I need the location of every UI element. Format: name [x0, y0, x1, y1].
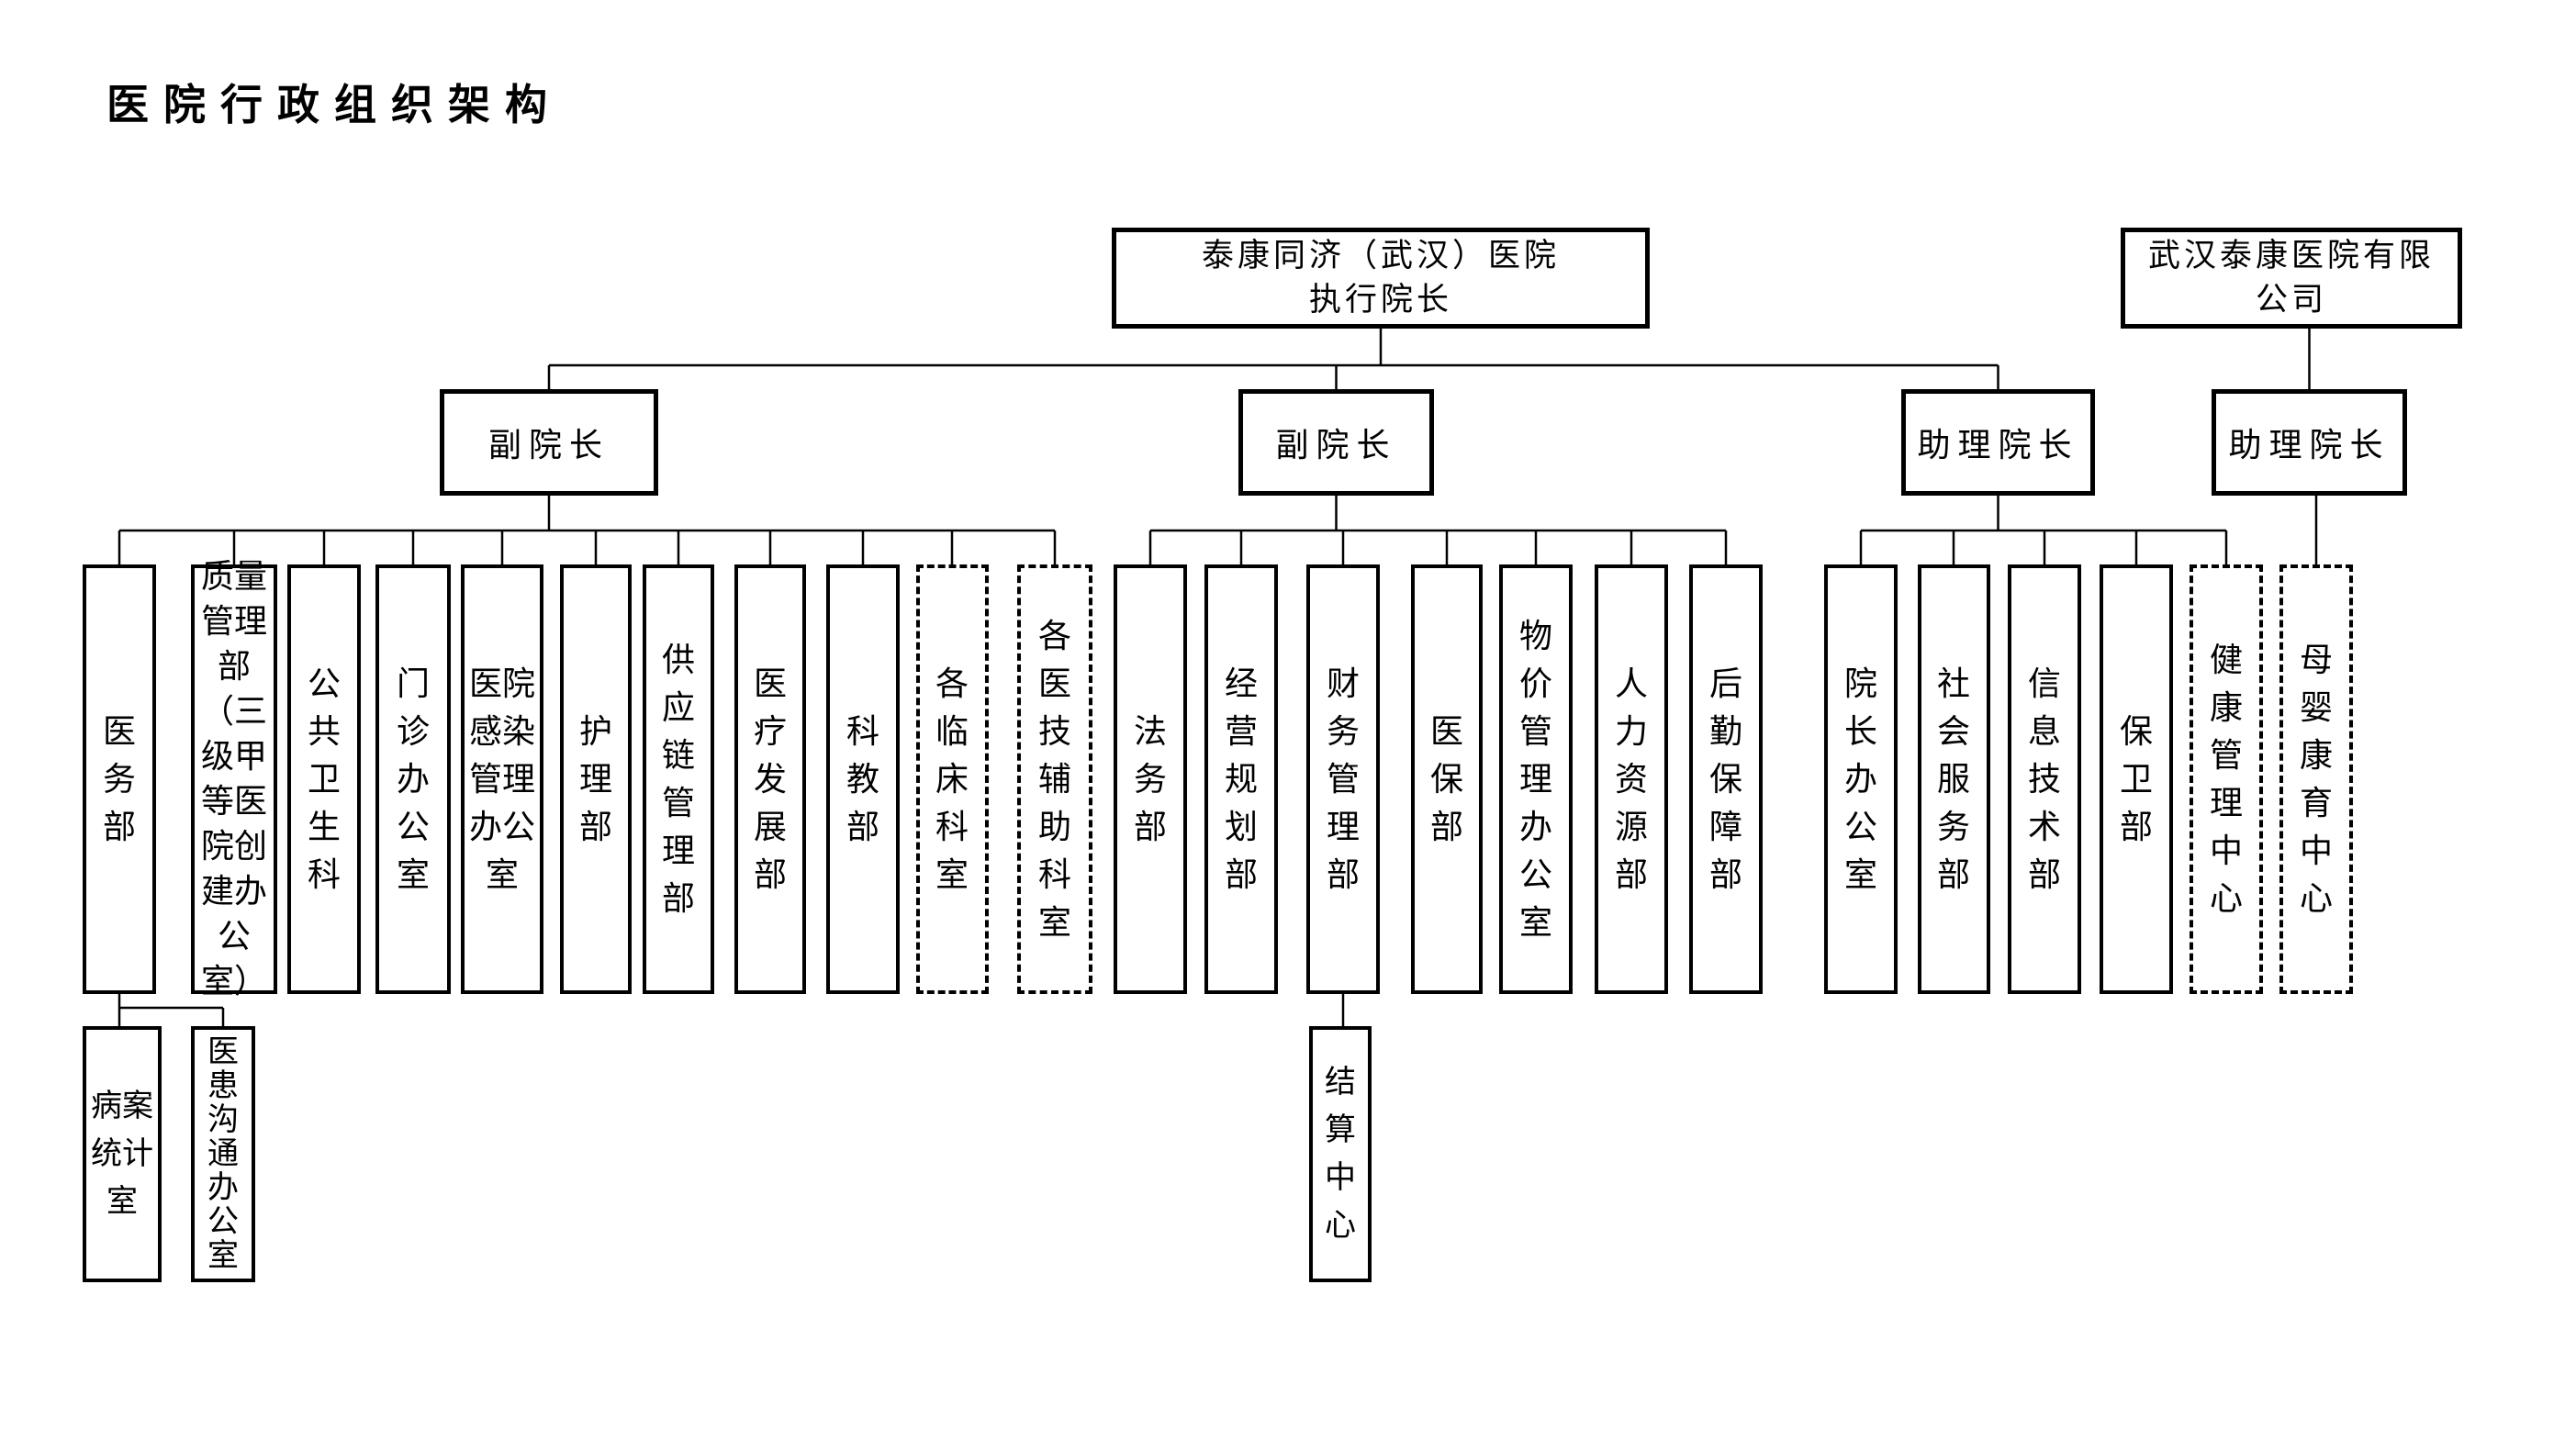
dept-box-label: 社会服务部	[1936, 665, 1970, 893]
dept-box-label: 母婴康育中心	[2299, 642, 2333, 917]
dept-box-label: 人力资源部	[1614, 665, 1648, 893]
dept-box-label: 院长办公室	[1843, 665, 1877, 893]
top-node-box-label: 武汉泰康医院有限 公司	[2147, 238, 2435, 318]
dept-box: 医疗发展部	[734, 564, 806, 994]
dept-box: 公共卫生科	[287, 564, 361, 994]
dept-box-label: 医疗发展部	[753, 665, 787, 893]
dept-box: 人力资源部	[1595, 564, 1668, 994]
dept-box-label: 质量管理部（三级甲等医院创建办公室）	[200, 558, 267, 1000]
dept-box: 各临床科室	[915, 564, 989, 994]
dept-box: 供应链管理部	[643, 564, 714, 994]
dept-box: 科教部	[826, 564, 900, 994]
dept-box-label: 健康管理中心	[2209, 642, 2243, 917]
sub-dept-box: 结算中心	[1309, 1026, 1372, 1282]
leader-box-label: 助理院长	[1917, 427, 2079, 464]
dept-box-label: 信息技术部	[2027, 665, 2061, 893]
dept-box-label: 保卫部	[2119, 713, 2153, 845]
dept-box: 院长办公室	[1824, 564, 1898, 994]
chart-title: 医院行政组织架构	[106, 82, 562, 128]
dept-box-label: 后勤保障部	[1708, 665, 1742, 893]
dept-box: 法务部	[1114, 564, 1187, 994]
dept-box: 医院感染管理办公室	[461, 564, 543, 994]
leader-box-label: 副院长	[1275, 427, 1397, 464]
dept-box: 财务管理部	[1306, 564, 1380, 994]
dept-box: 各医技辅助科室	[1017, 564, 1092, 994]
dept-box: 社会服务部	[1917, 564, 1990, 994]
sub-dept-box-label: 结算中心	[1325, 1065, 1356, 1243]
leader-box: 副院长	[1238, 389, 1434, 496]
dept-box-label: 门诊办公室	[396, 665, 430, 893]
sub-dept-box-label: 医患沟通办公室	[207, 1035, 239, 1273]
leader-box-label: 助理院长	[2228, 427, 2391, 464]
dept-box-label: 医院感染管理办公室	[468, 665, 535, 893]
dept-box: 信息技术部	[2008, 564, 2081, 994]
leader-box: 助理院长	[2212, 389, 2407, 496]
leader-box-label: 副院长	[487, 427, 610, 464]
sub-dept-box: 医患沟通办公室	[191, 1026, 255, 1282]
dept-box-label: 经营规划部	[1224, 665, 1258, 893]
sub-dept-box: 病案统计室	[83, 1026, 162, 1282]
dept-box-label: 法务部	[1133, 713, 1167, 845]
dept-box-label: 科教部	[846, 713, 879, 845]
dept-box-label: 护理部	[578, 713, 612, 845]
dept-box: 健康管理中心	[2190, 564, 2263, 994]
dept-box: 质量管理部（三级甲等医院创建办公室）	[191, 558, 277, 1000]
dept-box-label: 医务部	[102, 713, 136, 845]
dept-box-label: 医保部	[1429, 713, 1463, 845]
top-node-box-label: 泰康同济（武汉）医院 执行院长	[1201, 238, 1560, 318]
dept-box-label: 物价管理办公室	[1518, 618, 1552, 941]
dept-box-label: 公共卫生科	[307, 665, 341, 893]
dept-box: 物价管理办公室	[1499, 564, 1573, 994]
dept-box: 门诊办公室	[375, 564, 451, 994]
dept-box-label: 供应链管理部	[661, 642, 695, 917]
dept-box-label: 各医技辅助科室	[1037, 618, 1071, 941]
dept-box: 后勤保障部	[1689, 564, 1763, 994]
top-node-box: 泰康同济（武汉）医院 执行院长	[1112, 228, 1650, 329]
dept-box: 经营规划部	[1204, 564, 1278, 994]
leader-box: 助理院长	[1901, 389, 2095, 496]
dept-box-label: 各临床科室	[935, 665, 969, 893]
dept-box: 护理部	[560, 564, 632, 994]
dept-box: 医保部	[1411, 564, 1483, 994]
leader-box: 副院长	[440, 389, 658, 496]
dept-box: 母婴康育中心	[2279, 564, 2353, 994]
dept-box-label: 财务管理部	[1326, 665, 1360, 893]
dept-box: 保卫部	[2100, 564, 2173, 994]
top-node-box: 武汉泰康医院有限 公司	[2121, 228, 2462, 329]
sub-dept-box-label: 病案统计室	[91, 1089, 153, 1219]
dept-box: 医务部	[83, 564, 156, 994]
